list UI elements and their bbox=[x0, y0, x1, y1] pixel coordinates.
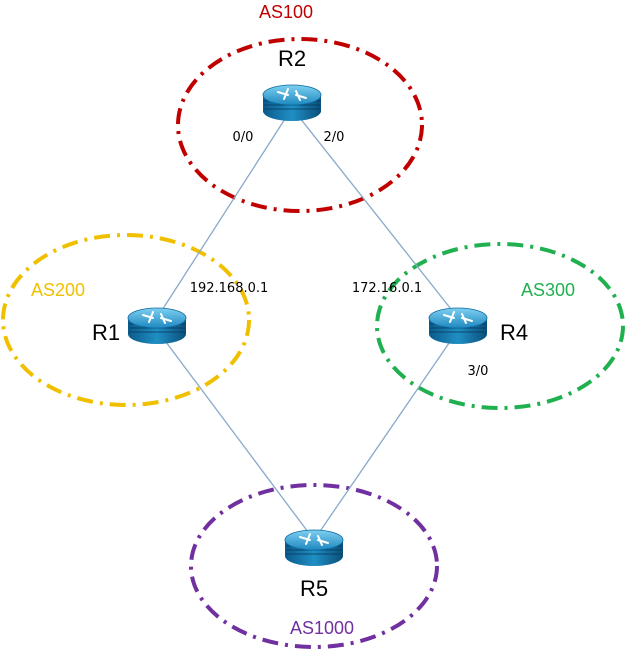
router-r1-name: R1 bbox=[92, 320, 120, 345]
router-r4[interactable]: R4 bbox=[428, 307, 528, 345]
router-icon bbox=[127, 307, 187, 345]
r1-ip-address: 192.168.0.1 bbox=[190, 281, 269, 296]
as300-zone bbox=[375, 242, 625, 410]
link-r2-r4 bbox=[291, 107, 459, 319]
as100-zone bbox=[176, 37, 424, 213]
router-icon bbox=[262, 84, 322, 122]
router-icon bbox=[284, 529, 344, 567]
router-r5-name: R5 bbox=[300, 576, 328, 601]
link-r1-r5 bbox=[156, 329, 315, 541]
r4-interface-3-0: 3/0 bbox=[468, 364, 489, 379]
router-r1[interactable]: R1 bbox=[92, 307, 187, 345]
as200-label: AS200 bbox=[31, 280, 85, 300]
router-icon bbox=[428, 307, 488, 345]
as1000-zone bbox=[189, 483, 439, 649]
link-r4-r5 bbox=[313, 329, 459, 541]
router-r2-name: R2 bbox=[278, 46, 306, 71]
as300-label: AS300 bbox=[521, 280, 575, 300]
as200-zone bbox=[1, 233, 251, 407]
r2-interface-0-0: 0/0 bbox=[233, 130, 254, 145]
router-r5[interactable]: R5 bbox=[284, 529, 344, 601]
link-r2-r1 bbox=[156, 107, 293, 319]
r2-interface-2-0: 2/0 bbox=[324, 130, 345, 145]
router-r4-name: R4 bbox=[500, 320, 528, 345]
as1000-label: AS1000 bbox=[290, 618, 354, 638]
r4-ip-address: 172.16.0.1 bbox=[352, 281, 422, 296]
as100-label: AS100 bbox=[259, 2, 313, 22]
router-r2[interactable]: R2 bbox=[262, 46, 322, 122]
